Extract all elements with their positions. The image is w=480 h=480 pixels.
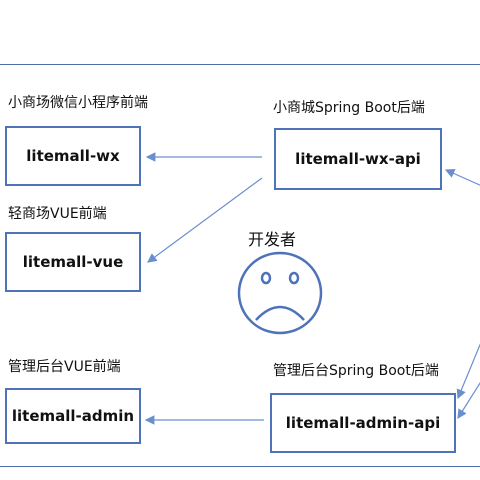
- edge-wx-api-to-vue: [147, 177, 263, 263]
- admin-caption: 管理后台VUE前端: [8, 359, 121, 375]
- developer-label: 开发者: [248, 230, 297, 249]
- top-frame-line: [0, 64, 480, 65]
- vue-caption: 轻商场VUE前端: [8, 206, 107, 222]
- node-litemall-vue: litemall-vue: [5, 232, 141, 292]
- wx-api-caption: 小商城Spring Boot后端: [273, 100, 425, 116]
- edge-offscreen-to-admin-api-2: [457, 382, 480, 420]
- node-litemall-admin: litemall-admin: [5, 388, 141, 444]
- edge-offscreen-to-admin-api-1: [456, 343, 480, 400]
- admin-api-caption: 管理后台Spring Boot后端: [273, 363, 439, 379]
- node-litemall-wx-api: litemall-wx-api: [274, 128, 442, 190]
- sad-face-icon: [237, 251, 323, 335]
- wx-caption: 小商场微信小程序前端: [8, 95, 148, 111]
- bottom-frame-line: [0, 466, 480, 467]
- node-litemall-admin-api: litemall-admin-api: [270, 393, 456, 453]
- edge-offscreen-to-wx-api: [444, 169, 480, 186]
- node-litemall-wx: litemall-wx: [5, 126, 141, 186]
